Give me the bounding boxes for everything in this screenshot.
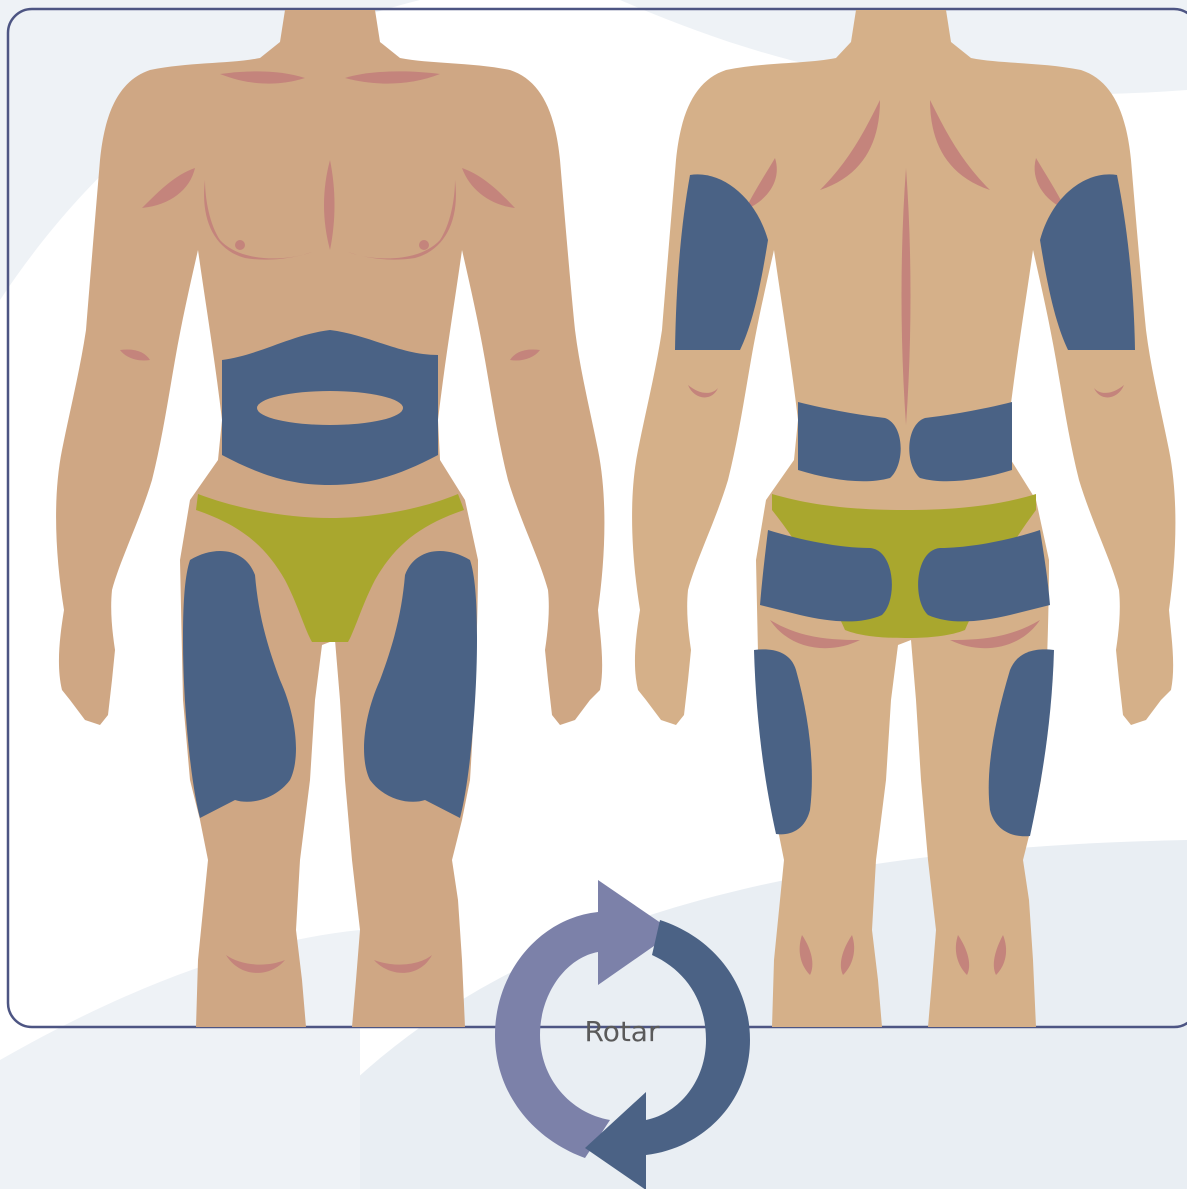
rotate-label: Rotar bbox=[552, 1010, 692, 1054]
front-body-icon bbox=[56, 10, 604, 1027]
